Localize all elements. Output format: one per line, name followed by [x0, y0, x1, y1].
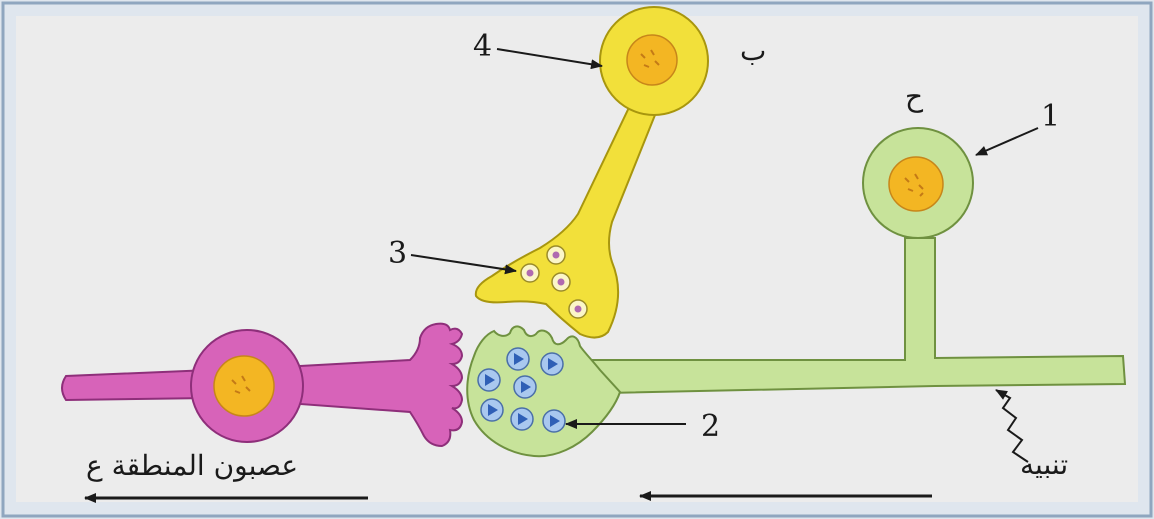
- vesicle: [521, 264, 539, 282]
- label-2: 2: [701, 409, 720, 444]
- vesicle: [569, 300, 587, 318]
- vesicle: [541, 353, 563, 375]
- pink-nucleus: [214, 356, 274, 416]
- pink-axon: [62, 370, 210, 400]
- vesicle: [511, 408, 533, 430]
- label-neuron-region: عصبون المنطقة ع: [86, 449, 298, 482]
- label-neuron-c: ح: [905, 80, 924, 113]
- vesicle: [514, 376, 536, 398]
- label-stimulus: تنبيه: [1020, 448, 1068, 481]
- vesicle: [552, 273, 570, 291]
- label-1: 1: [1041, 99, 1060, 134]
- yellow-nucleus: [627, 35, 677, 85]
- green-nucleus: [889, 157, 943, 211]
- label-3: 3: [388, 236, 407, 271]
- vesicle: [507, 348, 529, 370]
- vesicle: [481, 399, 503, 421]
- vesicle: [543, 410, 565, 432]
- label-neuron-b: ب: [740, 34, 766, 67]
- vesicle: [478, 369, 500, 391]
- label-4: 4: [473, 29, 492, 64]
- vesicle: [547, 246, 565, 264]
